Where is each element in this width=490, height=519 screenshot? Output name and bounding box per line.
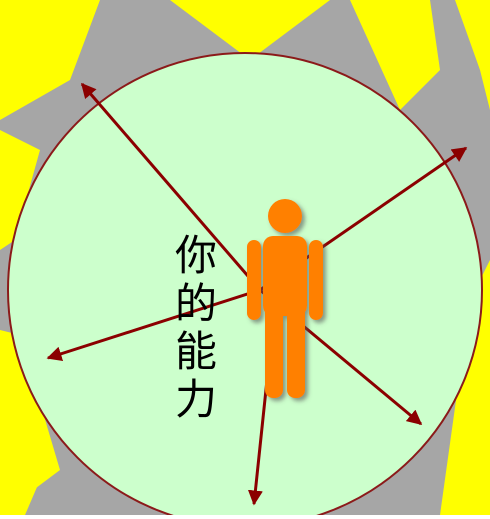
burst-ray — [170, 0, 330, 60]
arrow-upper-left — [80, 82, 262, 291]
burst-ray — [0, 130, 40, 250]
ability-label: 你 的 能 力 — [172, 232, 220, 424]
burst-ray — [0, 450, 40, 515]
arrow-left — [46, 288, 261, 362]
person-torso — [263, 236, 307, 316]
person-head — [268, 199, 302, 233]
person-right-arm — [309, 240, 323, 320]
person-left-leg — [265, 300, 283, 398]
label-char: 力 — [174, 375, 217, 424]
person-left-arm — [247, 240, 261, 320]
person-icon — [247, 199, 323, 398]
ability-circle — [7, 52, 483, 519]
arrow-down — [247, 379, 269, 506]
burst-ray — [350, 0, 440, 110]
label-char: 你 — [174, 231, 217, 280]
burst-ray — [0, 0, 100, 120]
label-char: 能 — [174, 327, 217, 376]
label-char: 的 — [174, 279, 217, 328]
burst-ray — [455, 0, 490, 110]
person-right-leg — [287, 300, 305, 398]
